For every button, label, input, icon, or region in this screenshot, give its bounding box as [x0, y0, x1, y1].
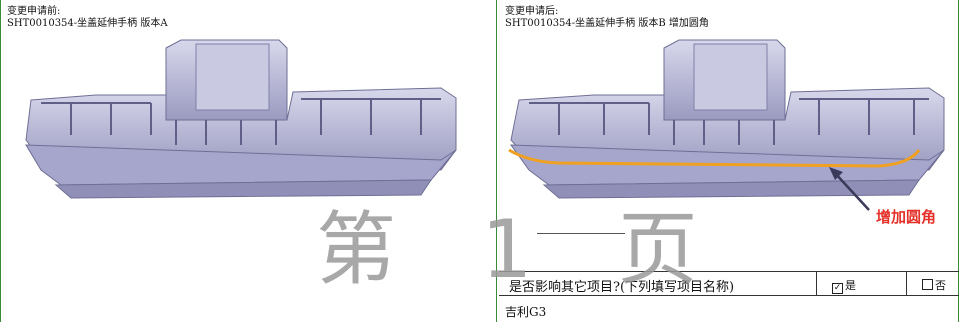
before-caption-title: 变更申请前:: [7, 6, 61, 17]
divider-rule: [537, 233, 625, 234]
yes-checkbox[interactable]: ✓: [832, 283, 843, 294]
fillet-edge-highlight: [508, 148, 921, 168]
after-caption-title: 变更申请后:: [505, 6, 559, 17]
no-label: 否: [935, 279, 946, 292]
after-part-render: [508, 39, 945, 211]
impact-question-label: 是否影响其它项目?(下列填写项目名称): [509, 280, 735, 295]
page-watermark: 第 1 页: [316, 203, 728, 296]
impact-question-row: 是否影响其它项目?(下列填写项目名称) ✓是 否: [499, 271, 959, 296]
yes-option[interactable]: ✓是: [832, 277, 856, 294]
yes-label: 是: [845, 279, 856, 292]
after-panel: 变更申请后: SHT0010354-坐盖延伸手柄 版本B 增加圆角: [499, 0, 959, 322]
before-part-render: [25, 39, 457, 199]
no-option[interactable]: 否: [922, 277, 946, 293]
no-checkbox[interactable]: [922, 279, 933, 290]
fillet-callout-label: 增加圆角: [876, 208, 937, 226]
cell-divider: [906, 272, 907, 296]
project-name: 吉利G3: [505, 305, 547, 319]
after-caption-part: SHT0010354-坐盖延伸手柄 版本B 增加圆角: [505, 18, 709, 29]
before-panel: 变更申请前: SHT0010354-坐盖延伸手柄 版本A: [0, 0, 497, 322]
before-caption-part: SHT0010354-坐盖延伸手柄 版本A: [7, 18, 168, 29]
cell-divider: [816, 272, 817, 296]
